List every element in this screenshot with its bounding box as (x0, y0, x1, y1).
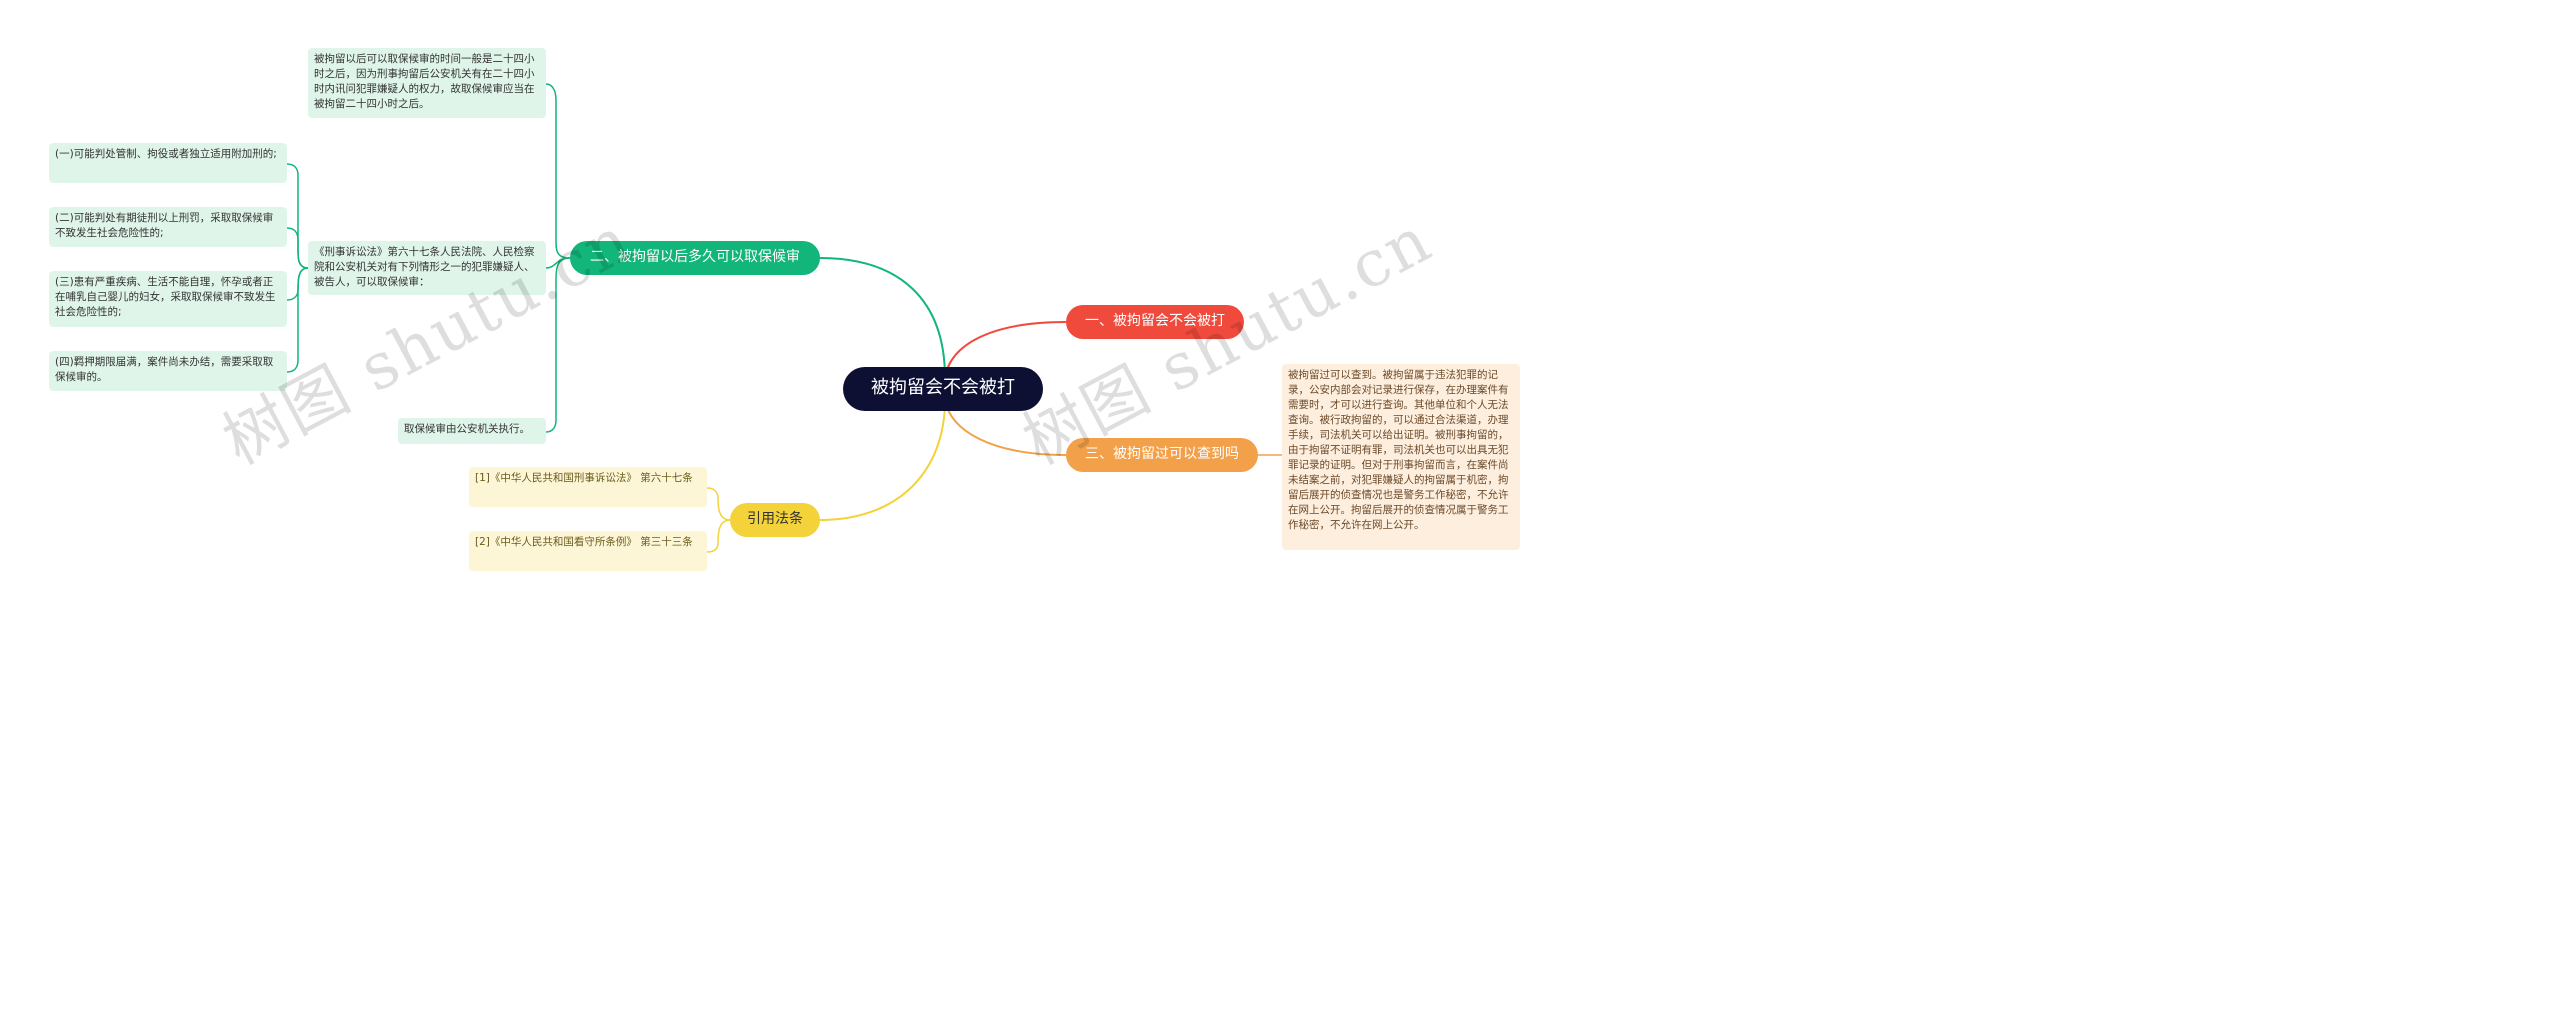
leaf-ref-detention-house-regulations[interactable]: [2]《中华人民共和国看守所条例》 第三十三条 (469, 531, 707, 571)
mind-map-canvas: 被拘留会不会被打 一、被拘留会不会被打 二、被拘留以后多久可以取保候审 被拘留以… (0, 0, 1568, 622)
root-topic[interactable]: 被拘留会不会被打 (843, 367, 1043, 411)
leaf-bail-24-hours[interactable]: 被拘留以后可以取保候审的时间一般是二十四小时之后，因为刑事拘留后公安机关有在二十… (308, 48, 546, 118)
connector-b2-leaf3 (545, 257, 571, 433)
leaf-police-execute[interactable]: 取保候审由公安机关执行。 (398, 418, 546, 444)
connector-leaf2-sub4 (286, 267, 309, 373)
connector-b4-ref1 (706, 487, 731, 521)
leaf-condition-1[interactable]: (一)可能判处管制、拘役或者独立适用附加刑的; (49, 143, 287, 183)
connector-b4-ref2 (706, 519, 731, 553)
connector-b2-spine (545, 83, 571, 259)
leaf-condition-3[interactable]: (三)患有严重疾病、生活不能自理，怀孕或者正在哺乳自己婴儿的妇女，采取取保候审不… (49, 271, 287, 327)
connector-root-b2 (819, 257, 946, 379)
leaf-condition-2[interactable]: (二)可能判处有期徒刑以上刑罚，采取取保候审不致发生社会危险性的; (49, 207, 287, 247)
leaf-record-explanation[interactable]: 被拘留过可以查到。被拘留属于违法犯罪的记录，公安内部会对记录进行保存，在办理案件… (1282, 364, 1520, 550)
leaf-condition-4[interactable]: (四)羁押期限届满，案件尚未办结，需要采取取保候审的。 (49, 351, 287, 391)
branch-bail-timing[interactable]: 二、被拘留以后多久可以取保候审 (570, 241, 820, 275)
connector-leaf2-sub2 (286, 227, 309, 269)
leaf-ref-criminal-procedure-law[interactable]: [1]《中华人民共和国刑事诉讼法》 第六十七条 (469, 467, 707, 507)
leaf-criminal-procedure-law-art67[interactable]: 《刑事诉讼法》第六十七条人民法院、人民检察院和公安机关对有下列情形之一的犯罪嫌疑… (308, 241, 546, 295)
connector-root-b4 (819, 399, 946, 521)
branch-cited-laws[interactable]: 引用法条 (730, 503, 820, 537)
branch-record-queryable[interactable]: 三、被拘留过可以查到吗 (1066, 438, 1258, 472)
branch-will-you-be-beaten[interactable]: 一、被拘留会不会被打 (1066, 305, 1244, 339)
